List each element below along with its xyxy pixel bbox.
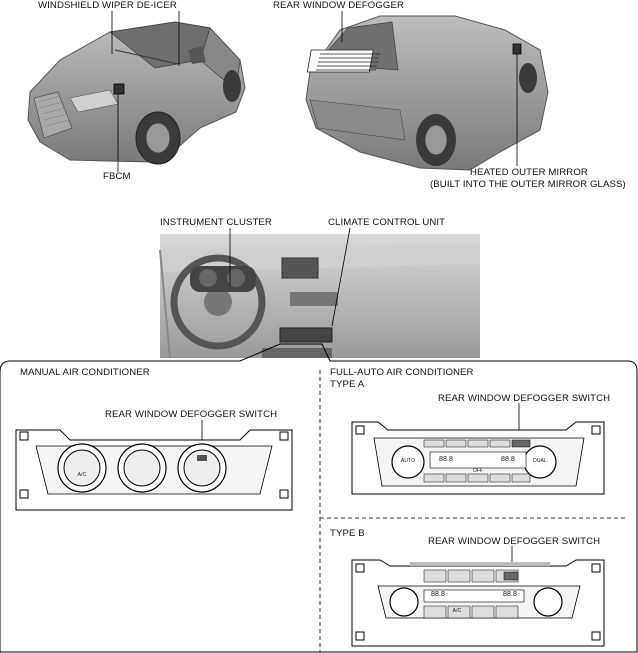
type-b-defogger-switch [503, 571, 519, 581]
manual-defogger-switch [197, 455, 207, 461]
fbcm-module [113, 83, 125, 95]
type-a-defogger-switch [511, 439, 531, 448]
manual-ac-panel [15, 429, 293, 511]
label-type-a-defogger-switch: REAR WINDOW DEFOGGER SWITCH [438, 393, 611, 404]
label-manual-air-conditioner: MANUAL AIR CONDITIONER [20, 367, 150, 378]
type-a-panel [351, 421, 605, 495]
label-full-auto-air-conditioner: FULL-AUTO AIR CONDITIONER [330, 367, 474, 378]
type-b-ac-text: A/C [452, 608, 462, 614]
heated-outer-mirror [512, 43, 522, 55]
label-windshield-deicer: WINDSHIELD WIPER DE-ICER [38, 0, 177, 11]
type-a-dual-text: DUAL [533, 458, 547, 464]
label-climate-control-unit: CLIMATE CONTROL UNIT [328, 217, 446, 228]
label-mirror-glass-note: (BUILT INTO THE OUTER MIRROR GLASS) [430, 179, 626, 190]
manual-ac-knob-text: A/C [77, 472, 87, 478]
label-type-a: TYPE A [330, 379, 365, 390]
type-a-temp-left: 88.8 [438, 456, 454, 463]
label-type-b: TYPE B [330, 528, 365, 539]
leader-lines [111, 11, 520, 578]
label-fbcm: FBCM [103, 171, 131, 182]
type-b-temp-right: 88.8 [502, 591, 518, 598]
label-manual-defogger-switch: REAR WINDOW DEFOGGER SWITCH [105, 409, 278, 420]
front-car-illustration [27, 21, 246, 165]
rear-car-illustration [305, 15, 549, 171]
label-heated-outer-mirror: HEATED OUTER MIRROR [470, 167, 588, 178]
type-a-temp-right: 88.8 [500, 456, 516, 463]
label-type-b-defogger-switch: REAR WINDOW DEFOGGER SWITCH [428, 536, 601, 547]
type-a-off-text: OFF [472, 468, 484, 474]
label-instrument-cluster: INSTRUMENT CLUSTER [160, 217, 272, 228]
type-a-auto-text: AUTO [400, 458, 416, 464]
detail-frame [0, 343, 638, 653]
rear-window-defogger-grid [306, 49, 374, 73]
label-rear-window-defogger: REAR WINDOW DEFOGGER [273, 0, 404, 11]
dashboard-illustration [159, 234, 480, 359]
type-b-temp-left: 88.8 [430, 591, 446, 598]
type-b-panel [351, 559, 605, 647]
